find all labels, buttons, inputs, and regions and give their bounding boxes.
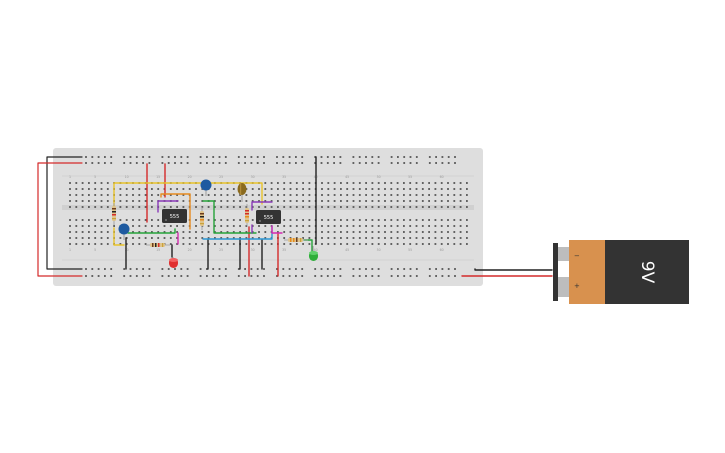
column-number-label: 20 bbox=[188, 248, 192, 252]
timer-ic-1[interactable]: 555 bbox=[162, 209, 187, 223]
timer-ic-1-label: 555 bbox=[170, 214, 180, 220]
column-number-label: 55 bbox=[408, 175, 412, 179]
column-number-label: 10 bbox=[125, 175, 129, 179]
column-number-label: 5 bbox=[94, 248, 96, 252]
battery-terminal-negative[interactable] bbox=[558, 247, 570, 261]
resistor-horizontal-1[interactable] bbox=[146, 243, 170, 247]
electrolytic-capacitor[interactable] bbox=[237, 183, 247, 202]
power-rail-loop-wire[interactable] bbox=[37, 162, 83, 277]
column-number-label: 5 bbox=[94, 175, 96, 179]
column-number-label: 35 bbox=[282, 248, 286, 252]
resistor-vertical-1[interactable] bbox=[112, 203, 116, 225]
column-number-label: 1 bbox=[69, 175, 71, 179]
battery-terminal-positive[interactable] bbox=[558, 277, 570, 297]
column-number-label: 20 bbox=[188, 175, 192, 179]
column-number-label: 30 bbox=[251, 175, 255, 179]
column-number-label: 45 bbox=[345, 175, 349, 179]
battery-plus-label: + bbox=[574, 282, 580, 290]
column-number-label: 30 bbox=[251, 248, 255, 252]
column-number-label: 15 bbox=[156, 248, 160, 252]
yellow-wire-top[interactable] bbox=[113, 182, 263, 208]
column-number-label: 15 bbox=[156, 175, 160, 179]
orange-wire[interactable] bbox=[160, 193, 191, 230]
battery-orange-band bbox=[569, 240, 605, 304]
magenta-wire-right[interactable] bbox=[271, 225, 283, 234]
red-led[interactable] bbox=[169, 257, 178, 268]
resistor-horizontal-2[interactable] bbox=[284, 238, 308, 242]
column-number-label: 45 bbox=[345, 248, 349, 252]
battery-black-body bbox=[605, 240, 689, 304]
column-number-label: 50 bbox=[377, 175, 381, 179]
purple-wire-right[interactable] bbox=[251, 201, 273, 211]
yellow-wire-left[interactable] bbox=[113, 227, 125, 246]
resistor-vertical-2[interactable] bbox=[200, 207, 204, 230]
battery-minus-label: − bbox=[574, 252, 580, 260]
ceramic-capacitor-1[interactable] bbox=[118, 223, 130, 241]
battery-negative-wire[interactable] bbox=[474, 268, 553, 271]
breadboard-center-channel bbox=[62, 205, 474, 210]
column-number-label: 50 bbox=[377, 248, 381, 252]
column-number-label: 60 bbox=[440, 175, 444, 179]
battery-9v[interactable]: − + 9V bbox=[553, 240, 689, 304]
green-wire-left[interactable] bbox=[127, 228, 176, 234]
column-number-label: 25 bbox=[219, 175, 223, 179]
column-number-label: 1 bbox=[69, 248, 71, 252]
resistor-vertical-3[interactable] bbox=[245, 204, 249, 226]
green-wire-right[interactable] bbox=[202, 200, 257, 234]
wires[interactable] bbox=[37, 156, 553, 277]
column-number-label: 55 bbox=[408, 248, 412, 252]
ceramic-capacitor-2[interactable] bbox=[200, 179, 212, 197]
column-number-label: 25 bbox=[219, 248, 223, 252]
column-number-label: 35 bbox=[282, 175, 286, 179]
timer-ic-2-label: 555 bbox=[264, 215, 274, 221]
purple-wire-left[interactable] bbox=[157, 200, 179, 213]
column-number-label: 40 bbox=[314, 248, 318, 252]
battery-snap-cap bbox=[553, 243, 558, 301]
battery-voltage-label: 9V bbox=[637, 261, 657, 284]
breadboard-column-numbers: 1155101015152020252530303535404045455050… bbox=[69, 175, 444, 252]
ground-rail-loop-wire[interactable] bbox=[46, 156, 83, 270]
green-led[interactable] bbox=[309, 246, 318, 261]
column-number-label: 60 bbox=[440, 248, 444, 252]
timer-ic-2[interactable]: 555 bbox=[256, 210, 281, 224]
